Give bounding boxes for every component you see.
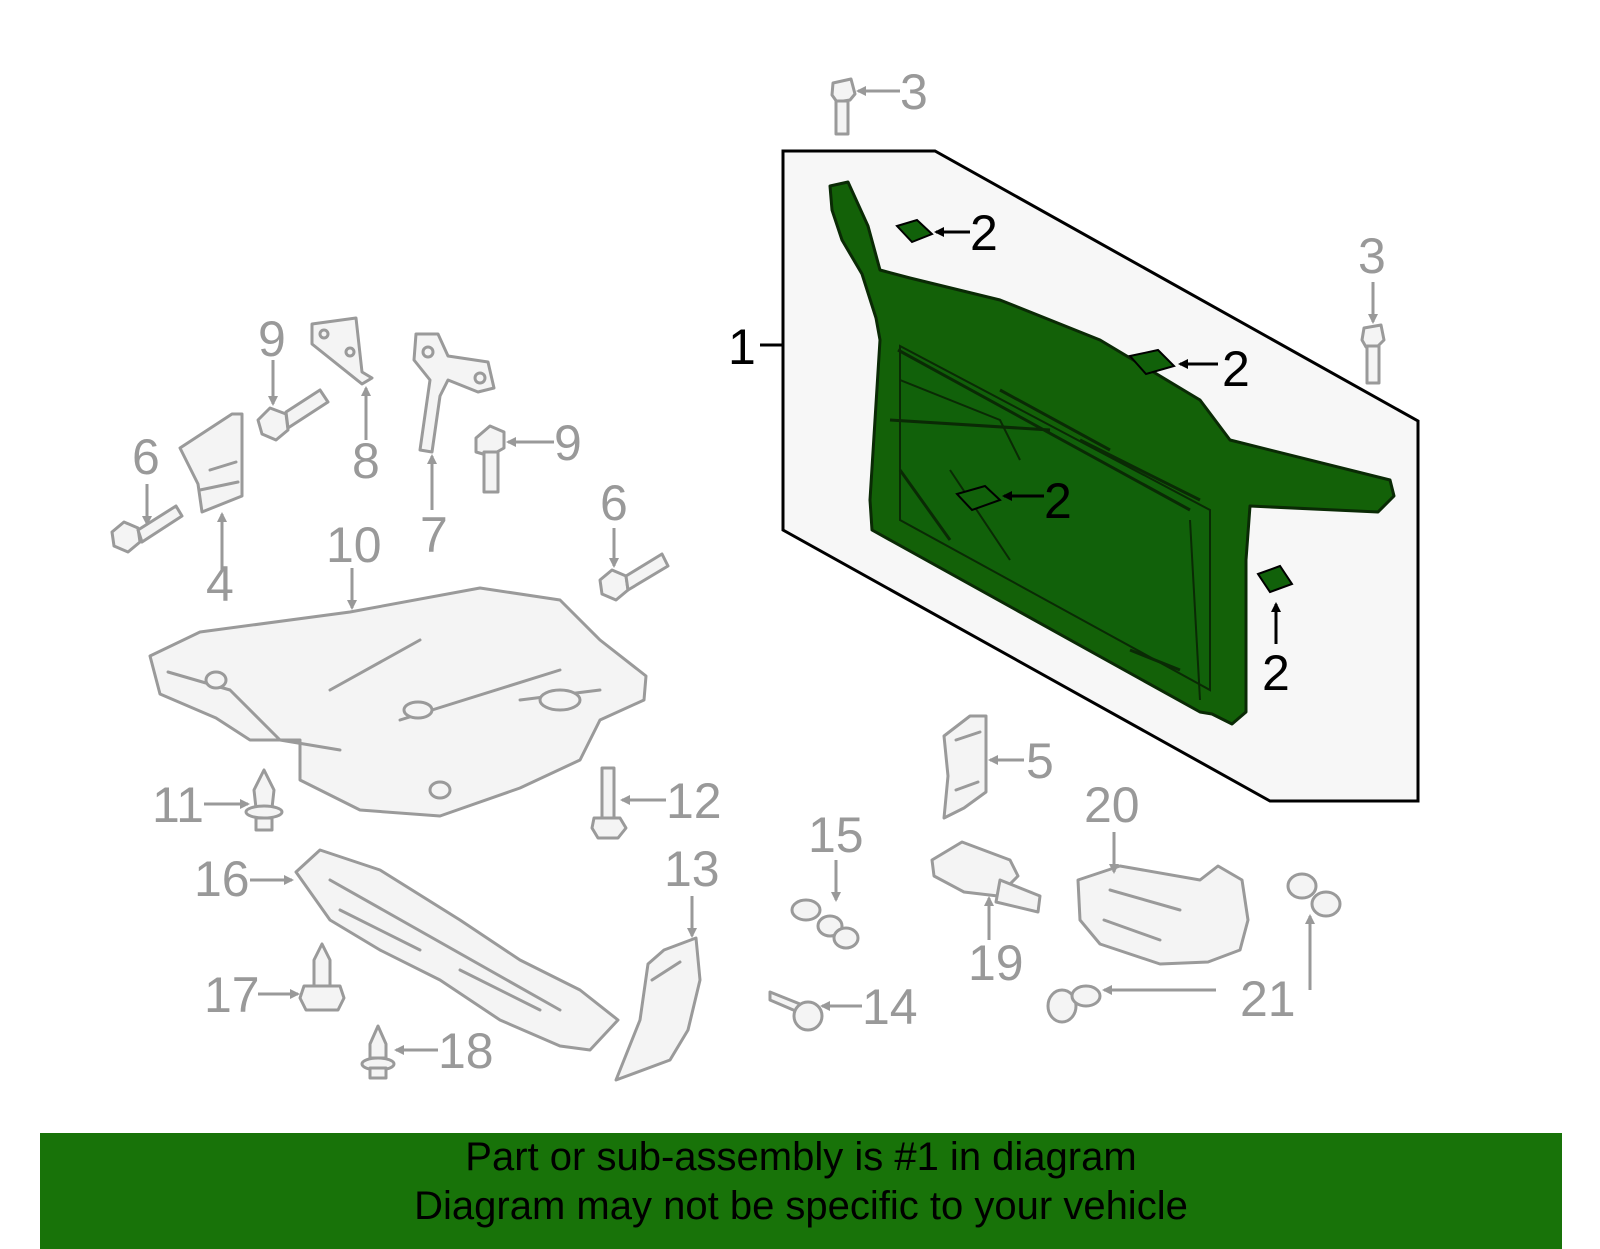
callout-11: 11 <box>152 777 204 833</box>
callout-9: 9 <box>554 415 582 471</box>
callout-2: 2 <box>970 205 998 261</box>
callout-14: 14 <box>862 979 918 1035</box>
clip-part-17 <box>298 942 346 1012</box>
clip-nut-icon[interactable] <box>895 218 1294 594</box>
guard-part-16 <box>294 848 620 1052</box>
sensor-part-19 <box>930 840 1042 914</box>
banner-line-1: Part or sub-assembly is #1 in diagram <box>465 1135 1137 1179</box>
leader-lines <box>142 86 1378 1055</box>
callout-21: 21 <box>1240 971 1296 1027</box>
callout-3: 3 <box>900 64 928 120</box>
screw-part-14 <box>768 990 824 1032</box>
callout-12: 12 <box>666 773 722 829</box>
callout-4: 4 <box>206 556 234 612</box>
callout-17: 17 <box>204 967 260 1023</box>
callout-labels: 1 2 2 2 2 3 3 4 5 6 6 7 8 9 9 10 11 12 1… <box>132 64 1386 1079</box>
radiator-support-part-1[interactable] <box>828 180 1396 726</box>
callout-20: 20 <box>1084 777 1140 833</box>
clip-part-21 <box>1046 872 1342 1024</box>
callout-2: 2 <box>1222 341 1250 397</box>
under-cover-part-10 <box>148 586 648 818</box>
bolt-part-12 <box>590 766 628 840</box>
callout-10: 10 <box>326 517 382 573</box>
banner-line-2: Diagram may not be specific to your vehi… <box>414 1184 1188 1228</box>
callout-5: 5 <box>1026 733 1054 789</box>
clip-part-18 <box>360 1024 396 1080</box>
callout-19: 19 <box>968 935 1024 991</box>
callout-2: 2 <box>1262 645 1290 701</box>
clip-part-15 <box>790 898 860 950</box>
callout-2: 2 <box>1044 473 1072 529</box>
callout-6: 6 <box>132 429 160 485</box>
bracket-part-8 <box>310 316 374 386</box>
guard-part-13 <box>614 936 702 1082</box>
callout-7: 7 <box>420 507 448 563</box>
callout-15: 15 <box>808 807 864 863</box>
callout-9: 9 <box>258 311 286 367</box>
bracket-part-20 <box>1076 864 1250 966</box>
bracket-part-5 <box>942 714 988 820</box>
callout-3: 3 <box>1358 228 1386 284</box>
bolt-icon <box>830 77 1386 385</box>
info-banner: Part or sub-assembly is #1 in diagram Di… <box>40 1133 1562 1249</box>
callout-8: 8 <box>352 433 380 489</box>
bolt-part-9 <box>256 388 506 494</box>
callout-1: 1 <box>728 319 756 375</box>
callout-16: 16 <box>194 851 250 907</box>
bracket-part-7 <box>412 332 496 454</box>
callout-13: 13 <box>664 841 720 897</box>
clip-part-11 <box>244 768 284 832</box>
bolt-part-6 <box>110 504 670 602</box>
callout-18: 18 <box>438 1023 494 1079</box>
bracket-part-4 <box>178 412 244 514</box>
callout-6: 6 <box>600 475 628 531</box>
